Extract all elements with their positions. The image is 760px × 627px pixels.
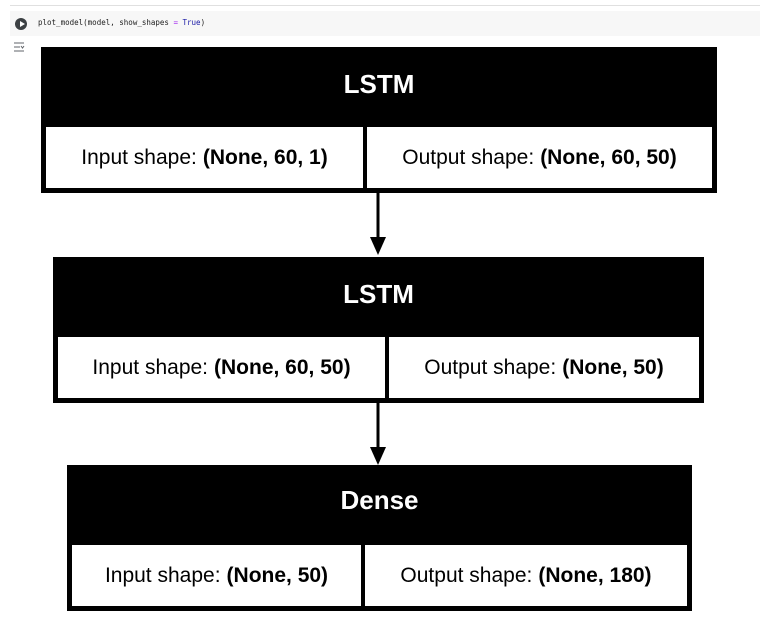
output-shape-value: (None, 60, 50) bbox=[540, 145, 677, 169]
output-shape-label: Output shape: bbox=[400, 563, 533, 587]
layer-name: LSTM bbox=[343, 69, 415, 99]
layer-node-lstm-2: LSTM Input shape:(None, 60, 50) Output s… bbox=[53, 257, 704, 403]
input-shape-value: (None, 60, 1) bbox=[202, 145, 328, 169]
code-args: (model, show_shapes bbox=[83, 18, 174, 27]
run-cell-button[interactable] bbox=[15, 18, 27, 30]
output-shape-label: Output shape: bbox=[402, 145, 535, 169]
output-shape-label: Output shape: bbox=[424, 355, 557, 379]
layer-name: LSTM bbox=[343, 279, 414, 309]
layer-node-dense: Dense Input shape:(None, 50) Output shap… bbox=[67, 465, 692, 611]
code-operator: = bbox=[173, 18, 178, 27]
code-cell[interactable] bbox=[10, 11, 760, 36]
edge-arrow-2 bbox=[370, 403, 386, 465]
input-shape-value: (None, 50) bbox=[226, 563, 329, 587]
output-shape-cell: Output shape:(None, 50) bbox=[389, 337, 699, 398]
output-shape-value: (None, 50) bbox=[562, 355, 664, 379]
input-shape-cell: Input shape:(None, 50) bbox=[72, 545, 361, 606]
input-shape-label: Input shape: bbox=[104, 563, 221, 587]
input-shape-value: (None, 60, 50) bbox=[214, 355, 351, 379]
input-shape-label: Input shape: bbox=[92, 355, 209, 379]
output-shape-value: (None, 180) bbox=[538, 563, 652, 587]
output-shape-cell: Output shape:(None, 60, 50) bbox=[367, 127, 712, 188]
code-close-paren: ) bbox=[200, 18, 206, 27]
previous-cell-border bbox=[10, 5, 760, 6]
input-shape-cell: Input shape:(None, 60, 50) bbox=[58, 337, 385, 398]
edge-arrow-1 bbox=[370, 193, 386, 255]
code-keyword-value: True bbox=[182, 18, 201, 27]
input-shape-label: Input shape: bbox=[81, 145, 197, 169]
layer-node-lstm-1: LSTM Input shape:(None, 60, 1) Output sh… bbox=[41, 47, 717, 193]
layer-name: Dense bbox=[340, 485, 419, 515]
input-shape-cell: Input shape:(None, 60, 1) bbox=[46, 127, 363, 188]
code-line[interactable]: plot_model(model, show_shapes = True) bbox=[38, 18, 205, 27]
code-function: plot_model bbox=[38, 18, 84, 27]
output-shape-cell: Output shape:(None, 180) bbox=[365, 545, 687, 606]
output-toggle-icon[interactable] bbox=[13, 42, 25, 52]
